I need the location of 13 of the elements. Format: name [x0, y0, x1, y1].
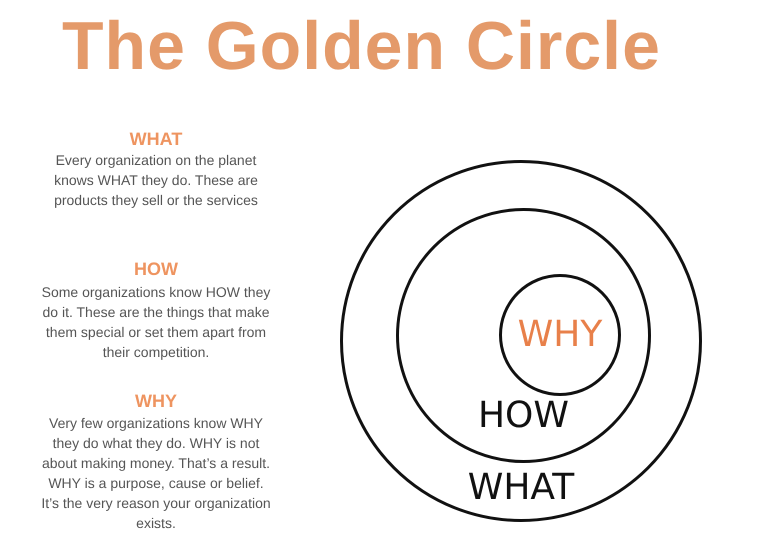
circle-label: WHAT [468, 470, 574, 506]
circle [499, 274, 621, 396]
description-text: Some organizations know HOW they do it. These are the things that make them special or set them apart from their competition. [40, 283, 272, 362]
circle-label: WHY [518, 317, 602, 353]
circle-label: HOW [478, 398, 569, 434]
description-text: Very few organizations know WHY they do what they do. WHY is not about making money. That’s a result. WHY is a purpose, cause or belief. It’s the very reason your organization exists. [40, 414, 272, 533]
description-text: Every organization on the planet knows WHAT they do. These are products they sell or the services [53, 151, 259, 210]
section-heading: HOW [133, 258, 179, 280]
title: The Golden Circle [62, 12, 661, 80]
circle [340, 160, 702, 522]
section-heading: WHAT [128, 128, 184, 150]
circle [396, 208, 651, 463]
section-heading: WHY [134, 390, 178, 412]
